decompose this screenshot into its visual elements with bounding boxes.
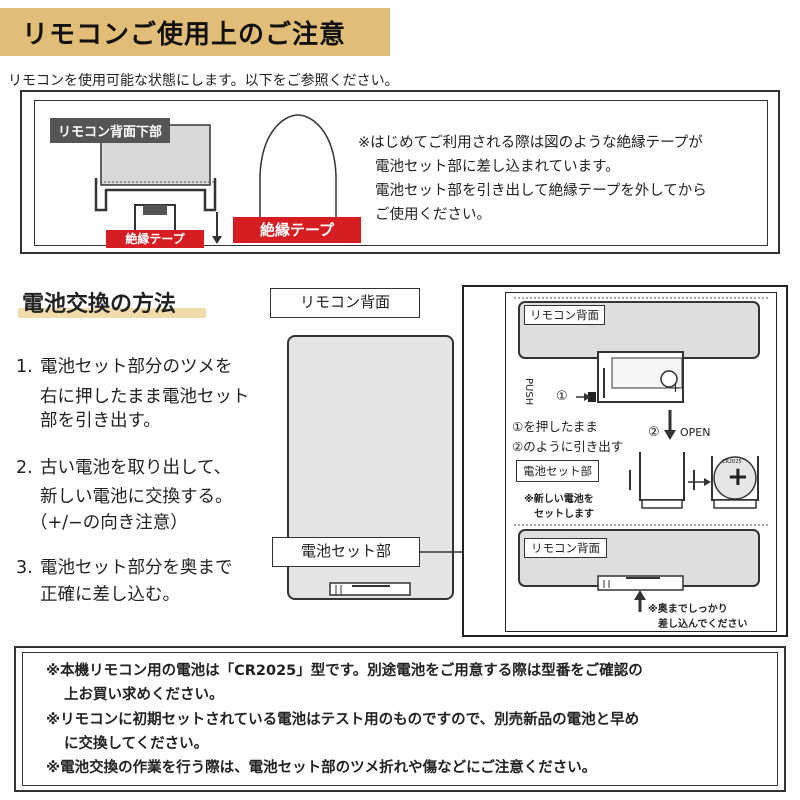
- tape-label-large: 絶縁テープ: [233, 217, 361, 243]
- new-battery-line-2: セットします: [534, 509, 594, 520]
- remote-back-label: リモコン背面: [270, 288, 420, 318]
- circle-two-label: ②: [648, 425, 660, 440]
- step-2-number: 2.: [16, 458, 33, 478]
- insert-note-line-2: 差し込んでください: [658, 619, 748, 630]
- bottom-note-line-4: に交換してください。: [64, 736, 209, 752]
- push-label: PUSH: [523, 378, 534, 406]
- coin-battery-text: CR2025: [722, 459, 742, 465]
- instruction-line-1: ①を押したまま: [512, 419, 598, 434]
- bottom-note-line-1: ※本機リモコン用の電池は「CR2025」型です。別途電池をご用意する際は型番をご…: [46, 663, 643, 679]
- battery-plus-large: +: [727, 462, 749, 492]
- bottom-note-line-5: ※電池交換の作業を行う際は、電池セット部のツメ折れや傷などにご注意ください。: [46, 760, 597, 776]
- method-title-underline: [18, 308, 206, 318]
- step-2-line-1: 古い電池を取り出して、: [40, 458, 232, 478]
- step-3-line-1: 電池セット部分を奥まで: [40, 558, 233, 578]
- insulation-note-line-3: 電池セット部を引き出して絶縁テープを外してから: [375, 183, 707, 199]
- step-3-number: 3.: [16, 558, 33, 578]
- step-3-line-2: 正確に差し込む。: [40, 585, 180, 605]
- diagram-battery-set-label: 電池セット部: [516, 460, 599, 482]
- method-title: 電池交換の方法: [22, 292, 177, 317]
- title-banner: [0, 8, 390, 56]
- insulation-note-line-1: ※はじめてご利用される際は図のような絶縁テープが: [358, 135, 703, 151]
- insulation-note-line-4: ご使用ください。: [375, 207, 491, 223]
- intro-text: リモコンを使用可能な状態にします。以下をご参照ください。: [8, 73, 399, 89]
- insulation-note-line-2: 電池セット部に差し込まれています。: [375, 159, 620, 175]
- tape-label-small: 絶縁テープ: [106, 230, 204, 248]
- diagram-frame: [462, 285, 788, 637]
- insulation-tape-shape: [259, 114, 337, 218]
- bottom-note-line-3: ※リモコンに初期セットされている電池はテスト用のものですので、別売新品の電池と早…: [46, 712, 640, 728]
- open-tray-shape: [639, 452, 685, 501]
- insert-note-line-1: ※奥までしっかり: [648, 604, 728, 615]
- circle-one-label: ①: [556, 389, 568, 404]
- diagram-inner-frame: [505, 292, 777, 632]
- step-2-line-2: 新しい電池に交換する。: [40, 487, 233, 507]
- diagram-remote-back-bottom: リモコン背面: [524, 538, 607, 558]
- insulation-section-frame: [20, 90, 780, 254]
- page-title: リモコンご使用上のご注意: [22, 20, 347, 50]
- coin-battery-shape: [713, 456, 757, 500]
- step-1-number: 1.: [16, 357, 33, 377]
- bottom-notes-inner: [22, 652, 778, 786]
- remote-bottom-label: リモコン背面下部: [50, 118, 171, 143]
- bottom-note-line-2: 上お買い求めください。: [64, 687, 224, 703]
- diagram-remote-back-top: リモコン背面: [524, 305, 605, 325]
- battery-set-label: 電池セット部: [272, 537, 420, 567]
- bottom-notes-frame: [14, 646, 786, 792]
- new-battery-line-1: ※新しい電池を: [524, 494, 594, 505]
- battery-plus-top: +: [670, 381, 681, 396]
- open-label: OPEN: [680, 426, 711, 439]
- step-2-line-3: （+/−の向き注意）: [30, 513, 188, 533]
- step-1-line-2: 右に押したまま電池セット: [40, 387, 250, 407]
- step-1-line-3: 部を引き出す。: [40, 411, 161, 431]
- step-1-line-1: 電池セット部分のツメを: [40, 357, 233, 377]
- instruction-line-2: ②のように引き出す: [512, 439, 624, 454]
- insulation-section-inner: [34, 100, 768, 246]
